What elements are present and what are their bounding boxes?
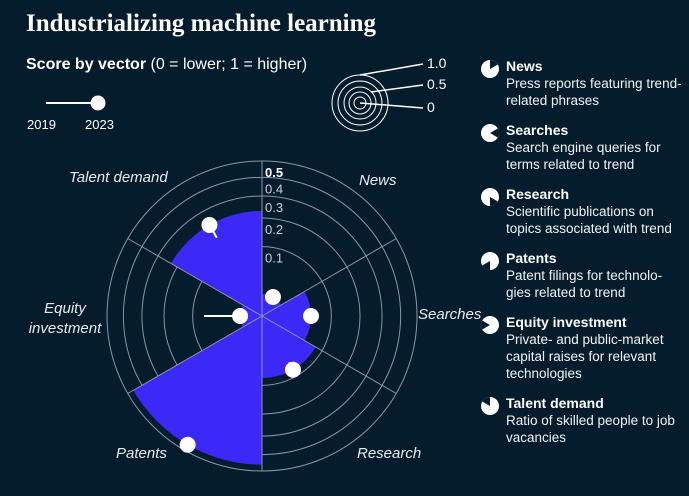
legend-name: Searches	[506, 122, 569, 138]
axis-label-research: Research	[357, 445, 422, 462]
legend-item-equity-investment: Equity investment Private- and public-ma…	[480, 314, 685, 382]
subtitle-scale: (0 = lower; 1 = higher)	[146, 56, 308, 73]
axis-label-news: News	[359, 172, 397, 189]
legend-name: News	[506, 58, 543, 74]
point-2023-searches	[303, 308, 320, 324]
key-label-max: 1.0	[427, 55, 447, 71]
equity-sector-icon	[481, 316, 499, 334]
legend-item-talent-demand: Talent demand Ratio of skilled people to…	[480, 395, 685, 446]
legend-desc: Search engine queries for terms related …	[506, 140, 661, 172]
year-start-label: 2019	[27, 117, 56, 132]
chart-spokes	[127, 161, 397, 471]
tick-label: 0.2	[265, 222, 283, 237]
year-key-dot	[90, 95, 106, 111]
key-pointer-max	[359, 63, 424, 76]
legend-item-research: Research Scientific publications on topi…	[480, 186, 685, 237]
spoke	[261, 238, 397, 317]
legend-item-searches: Searches Search engine queries for terms…	[480, 122, 685, 173]
key-ring	[337, 80, 383, 126]
chart-title: Industrializing machine learning	[26, 10, 377, 37]
point-2023-equity-investment	[232, 308, 249, 324]
patents-sector-icon	[481, 252, 499, 270]
key-ring	[348, 91, 372, 115]
spoke	[261, 315, 397, 394]
bar-searches	[262, 291, 312, 341]
year-key	[46, 95, 106, 111]
legend-desc: Private- and public-market capital raise…	[506, 332, 664, 381]
axis-label-talent-demand: Talent demand	[69, 169, 168, 186]
tick-label: 0.1	[265, 251, 283, 266]
tick-label: 0.4	[265, 181, 283, 196]
point-2023-talent-demand	[201, 216, 218, 233]
point-2023-research	[285, 361, 301, 378]
searches-sector-icon	[481, 124, 499, 142]
research-sector-icon	[481, 188, 499, 206]
point-2023-patents	[179, 436, 196, 453]
legend: News Press reports featuring trend-relat…	[480, 58, 685, 459]
subtitle-bold: Score by vector	[26, 56, 147, 73]
chart-subtitle: Score by vector (0 = lower; 1 = higher)	[26, 56, 307, 74]
legend-item-news: News Press reports featuring trend-relat…	[480, 58, 685, 109]
key-label-zero: 0	[427, 99, 435, 115]
talent-sector-icon	[481, 397, 499, 415]
axis-label-searches: Searches	[418, 306, 482, 323]
legend-desc: Scientific publications on topics associ…	[506, 204, 672, 236]
legend-desc: Ratio of skilled people to job vacancies	[506, 413, 675, 445]
legend-name: Patents	[506, 250, 557, 266]
key-label-mid: 0.5	[427, 76, 447, 92]
spoke	[127, 238, 263, 317]
tick-label: 0.5	[265, 165, 283, 180]
bar-patents	[133, 316, 262, 465]
legend-desc: Patent filings for technolo-gies related…	[506, 268, 663, 300]
legend-name: Equity investment	[506, 314, 627, 330]
legend-name: Research	[506, 186, 570, 202]
legend-desc: Press reports featuring trend-related ph…	[506, 76, 682, 108]
tick-label: 0.3	[265, 200, 283, 215]
key-pointer-zero	[359, 102, 424, 109]
news-sector-icon	[481, 60, 499, 78]
chart-ticks: 0.1 0.2 0.3 0.40.5	[265, 165, 283, 266]
key-ring	[343, 86, 377, 120]
chart-marks	[179, 216, 320, 453]
axis-label-equity-investment: Equity investment	[28, 300, 102, 337]
point-2023-news	[264, 289, 281, 306]
bar-research	[262, 316, 316, 378]
axis-label-patents: Patents	[116, 445, 167, 462]
legend-name: Talent demand	[506, 395, 604, 411]
spoke	[127, 315, 263, 394]
year-end-label: 2023	[85, 117, 114, 132]
bar-talent-demand	[170, 210, 262, 316]
legend-item-patents: Patents Patent filings for technolo-gies…	[480, 250, 685, 301]
key-pointer-mid	[370, 84, 424, 93]
